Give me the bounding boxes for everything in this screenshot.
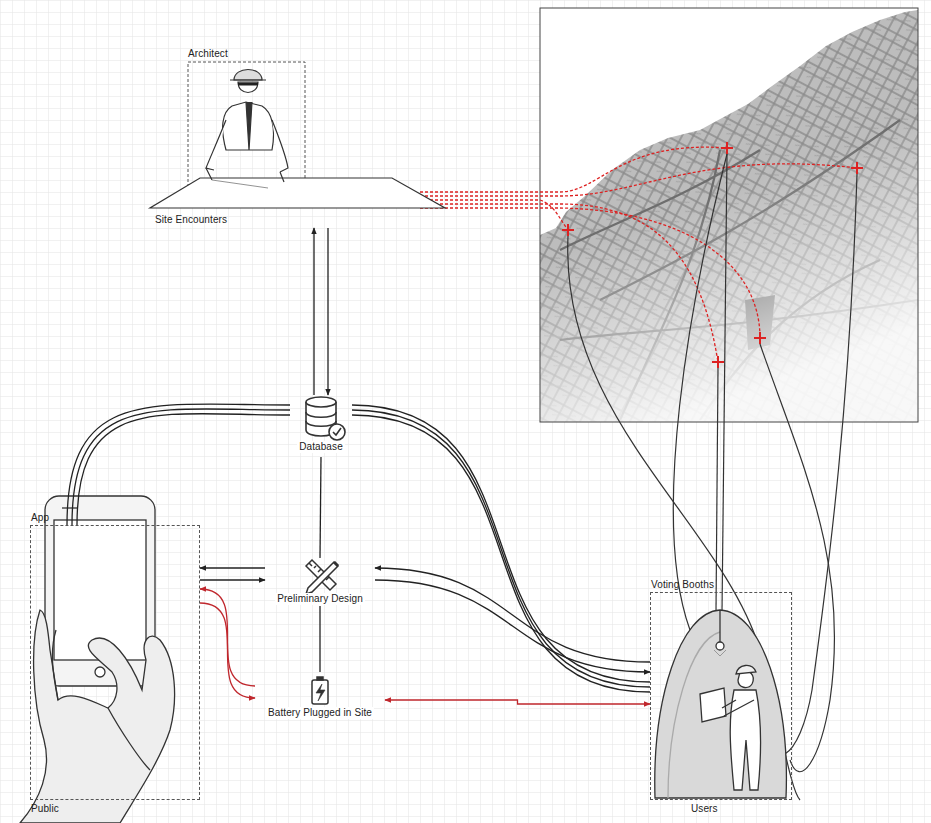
- connector-line: [67, 404, 290, 525]
- connector-line: [77, 414, 290, 525]
- booth-box: Voting BoothsUsers: [650, 592, 792, 800]
- architect-frame: [188, 62, 305, 185]
- connector-line: [200, 567, 265, 568]
- node-label: Battery Plugged in Site: [266, 707, 374, 719]
- data-connector: [320, 457, 321, 558]
- node-label: Database: [297, 441, 345, 453]
- connector-line: [320, 457, 321, 558]
- connector-line: [72, 409, 290, 525]
- connector-line: [352, 415, 650, 692]
- battery-icon: [312, 677, 328, 704]
- map-frame: [540, 8, 918, 422]
- data-connector: [375, 568, 650, 662]
- node-caption: Site Encounters: [155, 214, 227, 226]
- connector-line: [385, 700, 650, 704]
- data-connector: [200, 568, 265, 569]
- connector-line: [313, 228, 314, 395]
- connector-line: [352, 410, 650, 687]
- node-heading: Architect: [188, 48, 228, 60]
- data-connector: [375, 580, 650, 672]
- battery-node: Battery Plugged in Site: [255, 672, 385, 720]
- data-connector: [314, 228, 315, 395]
- app-box: AppPublic: [30, 525, 200, 800]
- city-map: [540, 8, 918, 422]
- site-wires: [568, 154, 857, 800]
- table-hands: [206, 168, 284, 182]
- pointer-line: [212, 180, 268, 188]
- data-connector: [67, 404, 290, 525]
- data-connector: [320, 606, 321, 672]
- node-heading: App: [31, 512, 49, 524]
- voting-booth: [655, 610, 787, 798]
- power-connector: [200, 589, 255, 686]
- node-caption: Public: [31, 803, 59, 815]
- site-routes: [420, 147, 857, 362]
- site-markers: [562, 142, 863, 368]
- architect-box: ArchitectSite Encounters: [188, 62, 305, 228]
- connector-line: [327, 228, 328, 395]
- database-icon: [306, 397, 345, 440]
- connector-line: [200, 579, 265, 580]
- architect-figure: [206, 70, 288, 173]
- connector-line: [319, 606, 320, 672]
- database-node: Database: [290, 395, 352, 457]
- connector-line: [352, 405, 650, 682]
- power-connector: [385, 700, 650, 704]
- node-label: Preliminary Design: [275, 593, 365, 605]
- data-connector: [352, 405, 650, 692]
- design-node: Preliminary Design: [265, 558, 375, 606]
- connector-line: [375, 568, 650, 662]
- data-connector: [328, 228, 329, 395]
- node-caption: Users: [691, 803, 718, 815]
- table-plane: [150, 178, 445, 208]
- node-heading: Voting Booths: [651, 579, 714, 591]
- connector-line: [200, 589, 255, 686]
- phone-in-hand: [20, 496, 175, 823]
- connector-line: [375, 580, 650, 672]
- design-icon: [306, 560, 338, 594]
- data-connector: [200, 580, 265, 581]
